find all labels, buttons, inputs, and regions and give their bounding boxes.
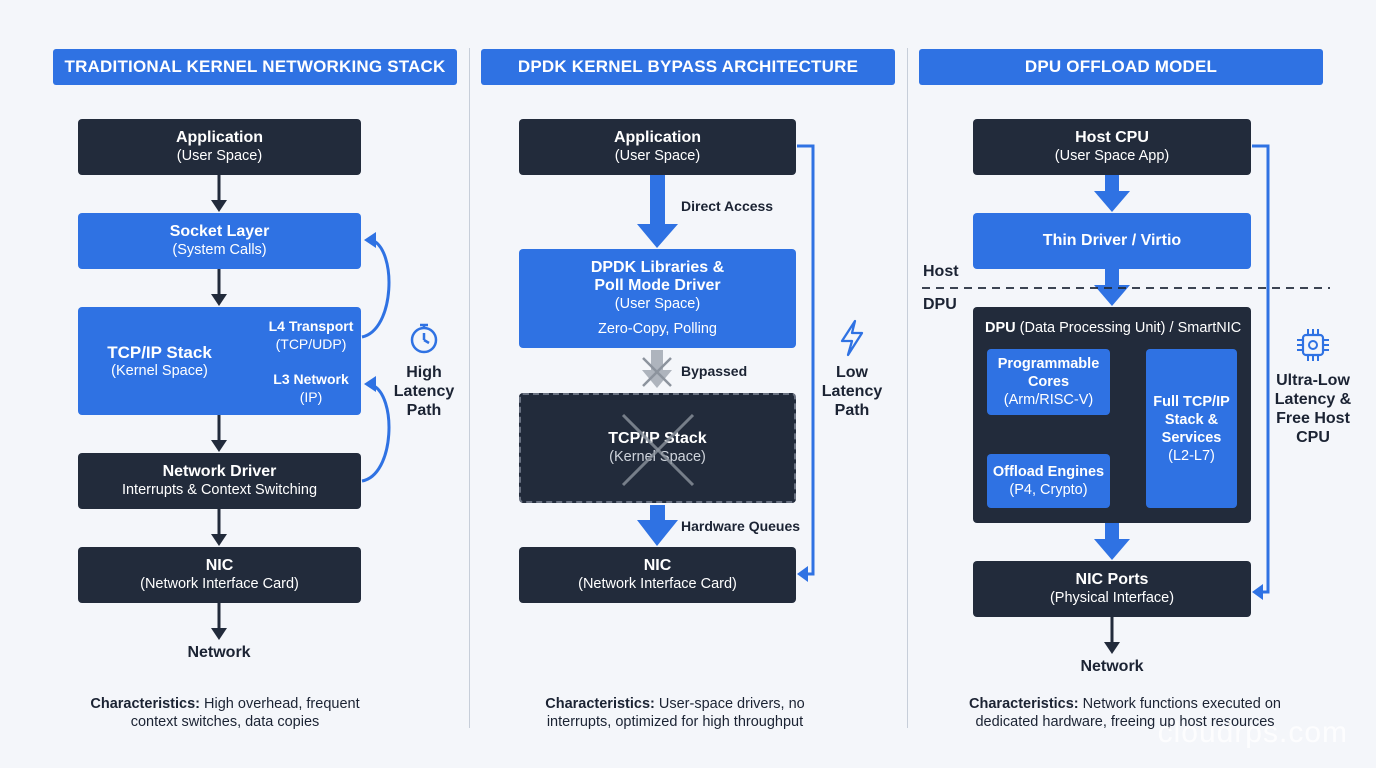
- high-latency-path-label: High Latency Path: [393, 364, 455, 419]
- lightning-icon: [835, 318, 869, 363]
- tcpip-stack-label: TCP/IP Stack (Kernel Space): [78, 344, 361, 380]
- box-subtitle: Interrupts & Context Switching: [121, 482, 318, 498]
- network-label: Network: [1080, 658, 1144, 675]
- box-title: NIC: [643, 557, 672, 574]
- box-title: NIC: [205, 557, 234, 574]
- box-subtitle: (User Space): [614, 296, 701, 312]
- box-subtitle: (System Calls): [172, 242, 267, 258]
- box-subtitle: (Physical Interface): [1049, 590, 1175, 606]
- hardware-queues-label: Hardware Queues: [681, 518, 801, 534]
- box-title-line1: DPDK Libraries &: [590, 259, 725, 276]
- thin-driver-box: Thin Driver / Virtio: [973, 213, 1251, 269]
- box-subtitle: (Kernel Space): [111, 363, 208, 379]
- header-traditional: TRADITIONAL KERNEL NETWORKING STACK: [53, 49, 457, 85]
- application-box: Application (User Space): [78, 119, 361, 175]
- box-title: TCP/IP Stack: [608, 430, 707, 447]
- characteristics-dpdk: Characteristics: User-space drivers, no …: [545, 696, 805, 730]
- offload-engines-box: Offload Engines (P4, Crypto): [987, 454, 1110, 508]
- box-subtitle: (Network Interface Card): [578, 576, 737, 592]
- dpu-label: DPU: [923, 296, 957, 313]
- box-extra: Zero-Copy, Polling: [597, 321, 717, 337]
- network-label: Network: [187, 644, 251, 661]
- l3-network-label: L3 Network (IP): [273, 371, 349, 405]
- header-dpu: DPU OFFLOAD MODEL: [919, 49, 1323, 85]
- box-subtitle: (User Space App): [1054, 148, 1170, 164]
- box-subtitle: (Network Interface Card): [140, 576, 299, 592]
- full-tcpip-stack-box: Full TCP/IP Stack & Services (L2-L7): [1146, 349, 1237, 508]
- column-divider: [469, 48, 470, 728]
- application-box: Application (User Space): [519, 119, 796, 175]
- ultra-low-latency-label: Ultra-Low Latency & Free Host CPU: [1274, 372, 1352, 446]
- header-dpdk: DPDK KERNEL BYPASS ARCHITECTURE: [481, 49, 895, 85]
- dpdk-libraries-box: DPDK Libraries & Poll Mode Driver (User …: [519, 249, 796, 348]
- bypassed-tcpip-stack-box: TCP/IP Stack (Kernel Space): [519, 393, 796, 503]
- box-title: Application: [175, 129, 264, 146]
- box-title: Host CPU: [1075, 129, 1149, 146]
- tcpip-stack-box: TCP/IP Stack (Kernel Space) L4 Transport…: [78, 307, 361, 415]
- box-title: Socket Layer: [169, 223, 270, 240]
- characteristics-dpu: Characteristics: Network functions execu…: [969, 696, 1281, 730]
- low-latency-path-label: Low Latency Path: [821, 364, 883, 419]
- nic-ports-box: NIC Ports (Physical Interface): [973, 561, 1251, 617]
- box-title: Application: [613, 129, 702, 146]
- host-label: Host: [923, 263, 959, 280]
- characteristics-traditional: Characteristics: High overhead, frequent…: [90, 696, 360, 730]
- box-subtitle: (User Space): [614, 148, 701, 164]
- programmable-cores-box: Programmable Cores (Arm/RISC-V): [987, 349, 1110, 415]
- box-title-line2: Poll Mode Driver: [594, 277, 721, 294]
- direct-access-label: Direct Access: [681, 198, 774, 214]
- box-title: Network Driver: [162, 463, 277, 480]
- nic-box: NIC (Network Interface Card): [519, 547, 796, 603]
- network-driver-box: Network Driver Interrupts & Context Swit…: [78, 453, 361, 509]
- stopwatch-icon: [406, 320, 442, 361]
- l4-transport-label: L4 Transport (TCP/UDP): [268, 318, 354, 352]
- socket-layer-box: Socket Layer (System Calls): [78, 213, 361, 269]
- box-title: TCP/IP Stack: [107, 343, 212, 362]
- box-title: NIC Ports: [1075, 571, 1149, 588]
- box-subtitle: (User Space): [176, 148, 263, 164]
- bypassed-label: Bypassed: [681, 363, 748, 379]
- column-divider: [907, 48, 908, 728]
- host-cpu-box: Host CPU (User Space App): [973, 119, 1251, 175]
- dpu-title: DPU (Data Processing Unit) / SmartNIC: [985, 320, 1242, 336]
- chip-icon: [1294, 326, 1332, 369]
- box-title: Thin Driver / Virtio: [1042, 232, 1182, 249]
- watermark: cloudrps.com: [1157, 716, 1348, 749]
- box-subtitle: (Kernel Space): [609, 449, 706, 465]
- nic-box: NIC (Network Interface Card): [78, 547, 361, 603]
